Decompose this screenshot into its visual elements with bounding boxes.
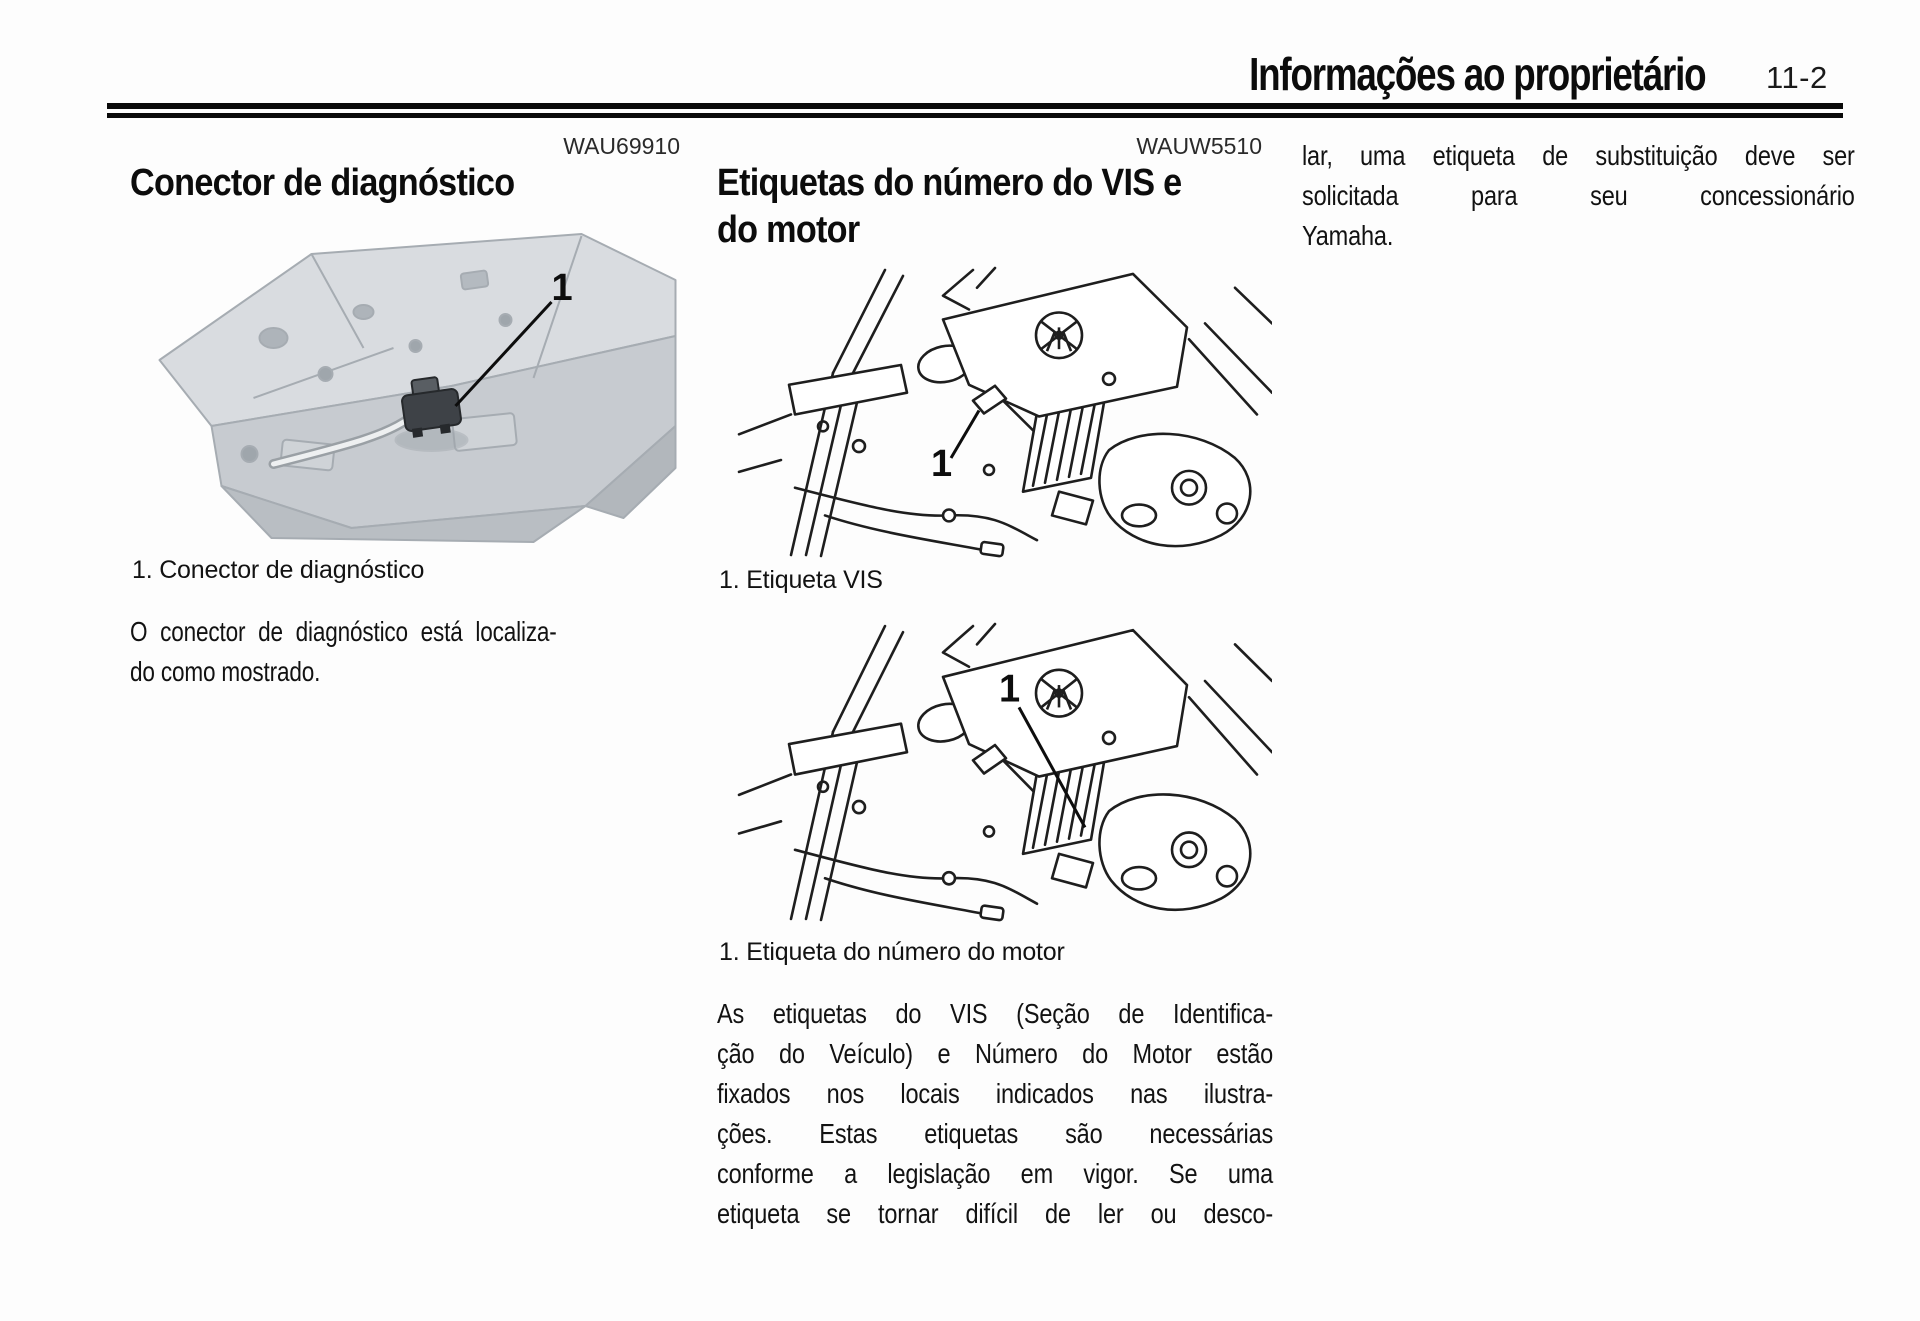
paragraph-line: ções. Estas etiquetas são necessárias [717,1118,1274,1149]
page-title: Informações ao proprietário [1248,48,1707,100]
diagnostic-connector-part [401,376,462,438]
figure-callout-1: 1 [931,443,952,485]
vis-engine-heading: Etiquetas do número do VIS e do motor [717,160,1182,254]
paragraph-line: ção do Veículo) e Número do Motor estão [717,1038,1274,1069]
diagnostic-connector-figure: 1 [152,228,680,546]
middle-section-code: WAUW5510 [1136,133,1262,159]
diagnostic-connector-illustration: 1 [158,233,677,543]
engine-number-figure: 1 [737,622,1272,922]
leader-line [1017,706,1087,829]
left-section-code: WAU69910 [563,133,680,159]
paragraph-line: Yamaha. [1302,220,1394,251]
vis-label-figure: 1 [737,266,1272,558]
middle-paragraph: As etiquetas do VIS (Seção de Identifica… [717,994,1273,1234]
leader-line [949,409,981,459]
paragraph-line: etiqueta se tornar difícil de ler ou des… [717,1198,1274,1229]
paragraph-line: As etiquetas do VIS (Seção de Identifica… [717,998,1274,1029]
heading-line: do motor [717,209,860,251]
left-paragraph: O conector de diagnóstico está localiza-… [130,612,557,692]
page-number: 11-2 [1766,60,1828,95]
right-paragraph: lar, uma etiqueta de substituição deve s… [1302,136,1855,256]
vis-label-illustration: 1 [737,266,1272,558]
left-figure-caption: 1. Conector de diagnóstico [132,556,425,584]
paragraph-line: O conector de diagnóstico está localiza- [130,616,557,647]
heading-line: Etiquetas do número do VIS e [717,162,1182,204]
paragraph-line: do como mostrado. [130,656,321,687]
left-section-heading: Conector de diagnóstico [130,162,515,204]
paragraph-line: lar, uma etiqueta de substituição deve s… [1302,140,1855,171]
engine-figure-caption: 1. Etiqueta do número do motor [719,938,1065,966]
figure-callout-1: 1 [552,267,573,309]
vis-figure-caption: 1. Etiqueta VIS [719,566,883,594]
paragraph-line: solicitada para seu concessionário [1302,180,1855,211]
paragraph-line: conforme a legislação em vigor. Se uma [717,1158,1274,1189]
figure-callout-1: 1 [999,667,1020,710]
header-rule [107,103,1843,118]
engine-number-illustration: 1 [737,622,1272,922]
paragraph-line: fixados nos locais indicados nas ilustra… [717,1078,1274,1109]
leader-line [454,300,553,408]
